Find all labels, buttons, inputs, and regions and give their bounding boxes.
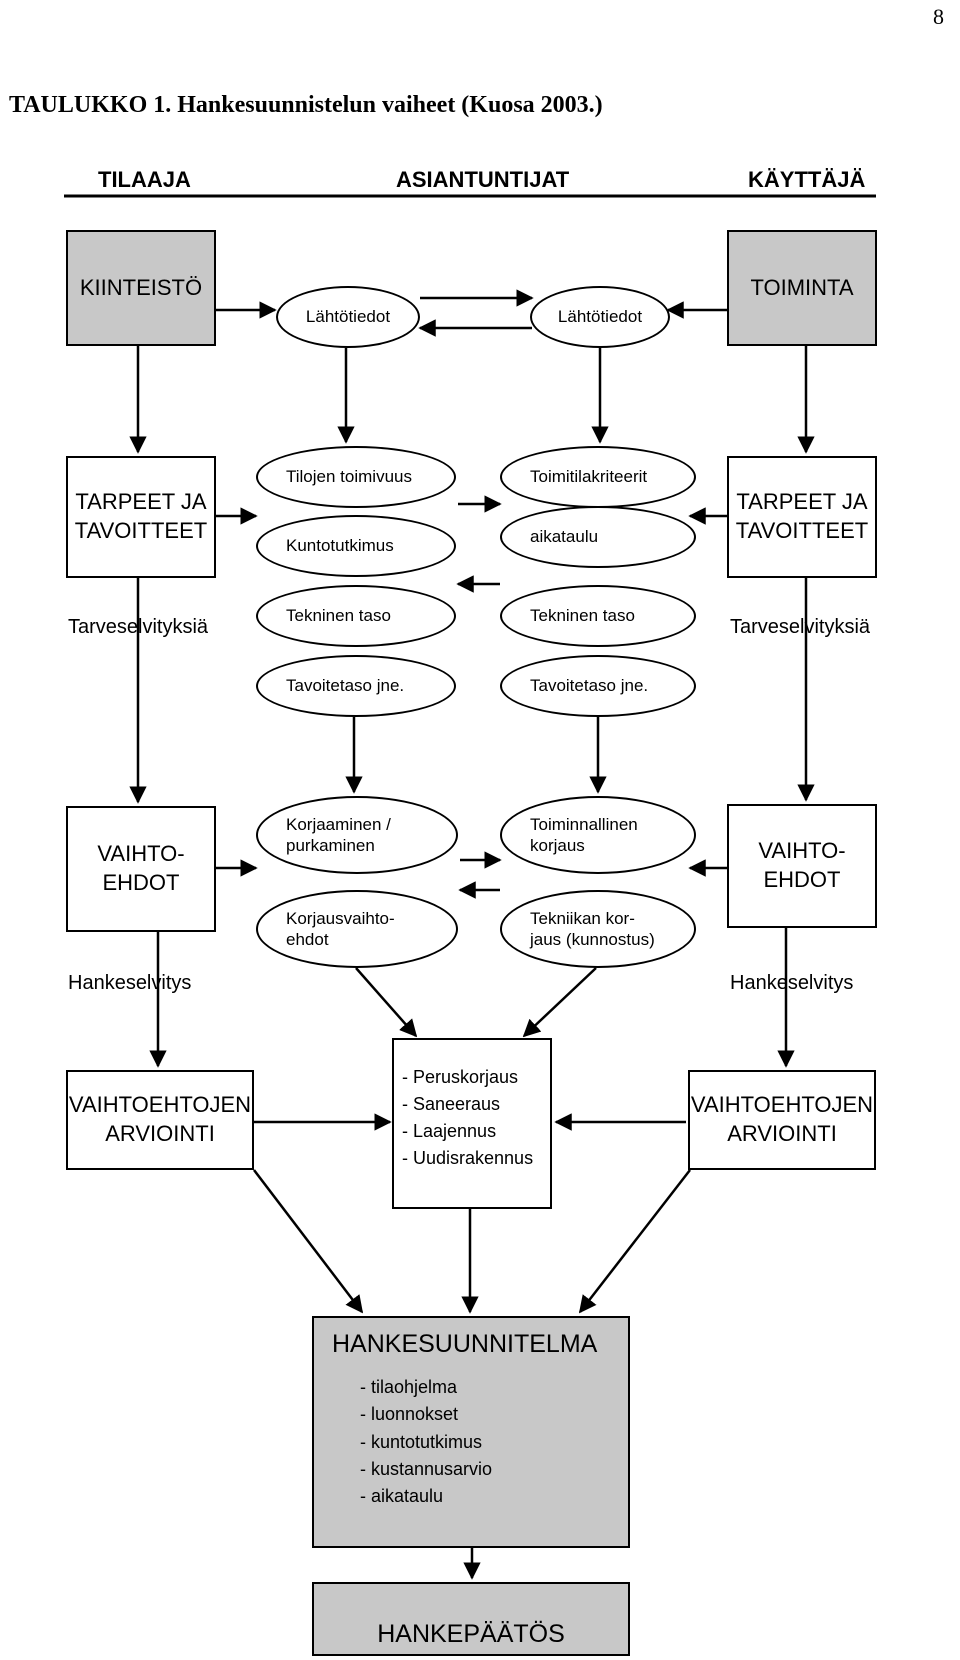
node-tavoitetaso-right: Tavoitetaso jne. [500, 655, 696, 717]
label-hankeselvitys-left: Hankeselvitys [68, 972, 192, 994]
list-item: - kustannusarvio [360, 1459, 493, 1480]
column-header-tilaaja: TILAAJA [98, 167, 191, 192]
label-hankeselvitys-right: Hankeselvitys [730, 972, 854, 994]
page-number: 8 [933, 4, 944, 29]
node-tekninen-taso-left: Tekninen taso [256, 585, 456, 647]
hankesuunnitelma-title: HANKESUUNNITELMA [332, 1330, 598, 1358]
node-kuntotutkimus: Kuntotutkimus [256, 515, 456, 577]
list-item: - luonnokset [360, 1404, 459, 1425]
list-item: - Laajennus [402, 1121, 497, 1141]
node-aikataulu: aikataulu [500, 506, 696, 568]
node-vaihtoehdot-left: VAIHTO- EHDOT [66, 806, 216, 932]
table-caption: TAULUKKO 1. Hankesuunnistelun vaiheet (K… [9, 92, 603, 118]
node-lahtotiedot-right: Lähtötiedot [530, 286, 670, 348]
node-tavoitetaso-left: Tavoitetaso jne. [256, 655, 456, 717]
node-arviointi-right: VAIHTOEHTOJEN ARVIOINTI [688, 1070, 876, 1170]
node-toiminta: TOIMINTA [727, 230, 877, 346]
node-korjausvaihtoehdot: Korjausvaihto- ehdot [256, 890, 458, 968]
label-tarveselvityksia-right: Tarveselvityksiä [730, 616, 871, 638]
list-item: - kuntotutkimus [360, 1431, 483, 1452]
list-item: - Peruskorjaus [402, 1067, 519, 1087]
node-tilojen-toimivuus: Tilojen toimivuus [256, 446, 456, 508]
list-item: - Saneeraus [402, 1094, 501, 1114]
node-tarpeet-right: TARPEET JA TAVOITTEET [727, 456, 877, 578]
hankesuunnitelma-list: - tilaohjelma - luonnokset - kuntotutkim… [360, 1374, 492, 1511]
node-vaihtoehdot-right: VAIHTO- EHDOT [727, 804, 877, 928]
node-tekninen-taso-right: Tekninen taso [500, 585, 696, 647]
node-kiinteisto: KIINTEISTÖ [66, 230, 216, 346]
node-options-list: - Peruskorjaus - Saneeraus - Laajennus -… [392, 1038, 552, 1209]
node-arviointi-left: VAIHTOEHTOJEN ARVIOINTI [66, 1070, 254, 1170]
node-toimitilakriteerit: Toimitilakriteerit [500, 446, 696, 508]
node-hankesuunnitelma: HANKESUUNNITELMA - tilaohjelma - luonnok… [312, 1316, 630, 1548]
column-header-kayttaja: KÄYTTÄJÄ [748, 167, 866, 192]
label-tarveselvityksia-left: Tarveselvityksiä [68, 616, 209, 638]
node-korjaaminen-purkaminen: Korjaaminen / purkaminen [256, 796, 458, 874]
list-item: - tilaohjelma [360, 1377, 458, 1397]
node-tarpeet-left: TARPEET JA TAVOITTEET [66, 456, 216, 578]
node-tekniikan-korjaus: Tekniikan kor- jaus (kunnostus) [500, 890, 696, 968]
node-toiminnallinen-korjaus: Toiminnallinen korjaus [500, 796, 696, 874]
list-item: - Uudisrakennus [402, 1148, 534, 1168]
column-header-asiantuntijat: ASIANTUNTIJAT [396, 167, 570, 192]
list-item: - aikataulu [360, 1486, 444, 1507]
node-hankepaatos: HANKEPÄÄTÖS [312, 1582, 630, 1656]
node-lahtotiedot-left: Lähtötiedot [276, 286, 420, 348]
